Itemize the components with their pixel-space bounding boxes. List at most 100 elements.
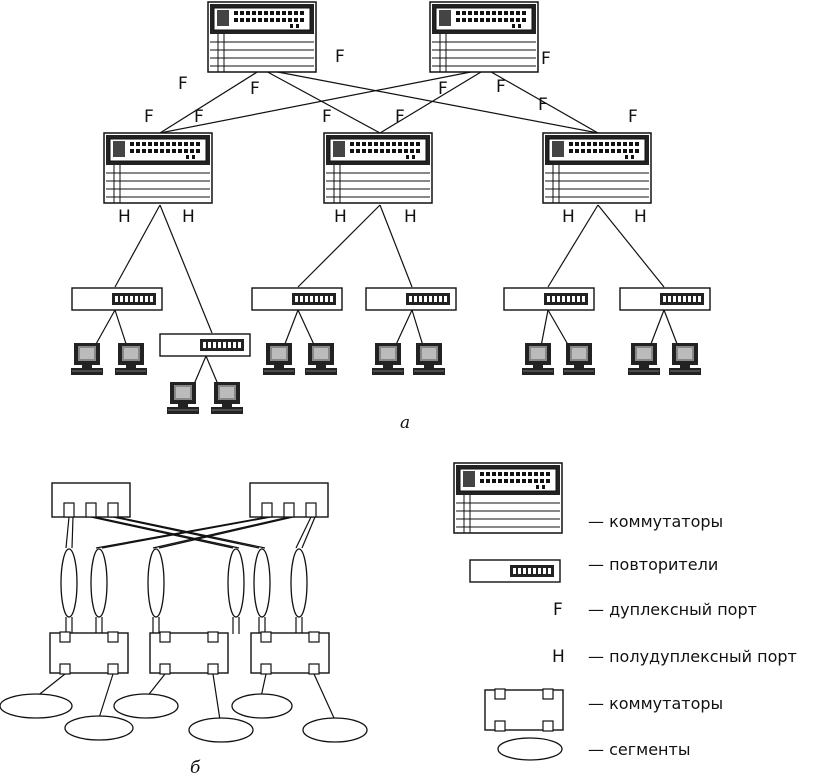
- computer-7: [372, 343, 404, 375]
- segment-6: [302, 717, 368, 743]
- legend-half-duplex-symbol: H: [552, 647, 565, 667]
- legend-repeater-icon: [469, 559, 561, 583]
- link-line: [313, 673, 335, 719]
- half-duplex-port-label-3: H: [334, 207, 347, 227]
- switch-schematic-top-right: [249, 482, 329, 518]
- link-line: [65, 516, 70, 549]
- computer-10: [563, 343, 595, 375]
- switch-schematic-bottom-2: [149, 631, 229, 675]
- switch-top-right: [429, 1, 539, 73]
- legend-duplex-label: — дуплексный порт: [588, 600, 757, 619]
- duplex-port-label-2: F: [250, 79, 260, 99]
- link-line: [71, 516, 74, 549]
- repeater-3: [251, 287, 343, 311]
- half-duplex-port-label-6: H: [634, 207, 647, 227]
- link-line: [297, 204, 381, 288]
- repeater-5: [503, 287, 595, 311]
- legend-segment-label: — сегменты: [588, 740, 690, 759]
- legend-repeater-label: — повторители: [588, 555, 718, 574]
- duplex-port-label-10: F: [541, 49, 551, 69]
- switch-schematic-top-left: [51, 482, 131, 518]
- legend-switch-label: — коммутаторы: [588, 512, 723, 531]
- duplex-port-label-5: F: [194, 107, 204, 127]
- link-line: [547, 204, 599, 288]
- link-line: [158, 516, 294, 549]
- repeater-2: [159, 333, 251, 357]
- duplex-port-label-6: F: [322, 107, 332, 127]
- repeater-4: [365, 287, 457, 311]
- link-line: [301, 516, 316, 549]
- legend-switch-schematic-label: — коммутаторы: [588, 694, 723, 713]
- trunk-ellipse-3: [147, 548, 165, 618]
- duplex-port-label-3: F: [335, 47, 345, 67]
- switch-middle-center: [323, 132, 433, 204]
- duplex-port-label-7: F: [395, 107, 405, 127]
- computer-1: [71, 343, 103, 375]
- link-line: [90, 516, 234, 549]
- switch-schematic-bottom-1: [49, 631, 129, 675]
- trunk-ellipse-1: [60, 548, 78, 618]
- legend-half-duplex-label: — полудуплексный порт: [588, 647, 797, 666]
- link-line: [98, 673, 114, 719]
- link-line: [116, 516, 266, 549]
- link-line: [159, 204, 213, 334]
- computer-9: [522, 343, 554, 375]
- trunk-ellipse-6: [290, 548, 308, 618]
- link-line: [101, 516, 272, 549]
- legend-switch-schematic-icon: [484, 688, 564, 732]
- duplex-port-label-4: F: [144, 107, 154, 127]
- computer-8: [413, 343, 445, 375]
- link-line: [295, 516, 312, 549]
- repeater-1: [71, 287, 163, 311]
- segment-1: [0, 693, 73, 719]
- link-line: [260, 673, 267, 698]
- link-line: [35, 673, 66, 698]
- computer-6: [305, 343, 337, 375]
- half-duplex-port-label-1: H: [118, 207, 131, 227]
- link-line: [261, 68, 599, 134]
- duplex-port-label-8: F: [438, 79, 448, 99]
- computer-12: [669, 343, 701, 375]
- segment-5: [231, 693, 293, 719]
- segment-2: [64, 715, 134, 741]
- part-a-caption: а: [400, 413, 410, 433]
- link-line: [597, 204, 665, 288]
- duplex-port-label-11: F: [538, 95, 548, 115]
- legend-switch-icon: [453, 462, 563, 534]
- duplex-port-label-1: F: [178, 74, 188, 94]
- link-line: [159, 68, 487, 134]
- link-line: [379, 204, 413, 288]
- link-line: [379, 68, 487, 134]
- computer-4: [211, 382, 243, 414]
- half-duplex-port-label-4: H: [404, 207, 417, 227]
- duplex-port-label-12: F: [628, 107, 638, 127]
- switch-middle-left: [103, 132, 213, 204]
- computer-11: [628, 343, 660, 375]
- part-b-caption: б: [190, 758, 201, 778]
- half-duplex-port-label-2: H: [182, 207, 195, 227]
- computer-3: [167, 382, 199, 414]
- switch-schematic-bottom-3: [250, 631, 330, 675]
- link-line: [95, 516, 268, 549]
- link-line: [485, 68, 599, 134]
- trunk-ellipse-4: [227, 548, 245, 618]
- link-line: [94, 516, 240, 549]
- link-line: [114, 204, 161, 288]
- trunk-ellipse-5: [253, 548, 271, 618]
- legend-duplex-symbol: F: [553, 600, 563, 620]
- computer-5: [263, 343, 295, 375]
- segment-3: [113, 693, 179, 719]
- switch-top-left: [207, 1, 317, 73]
- segment-4: [188, 717, 254, 743]
- legend-segment-icon: [497, 737, 563, 761]
- link-line: [212, 673, 221, 721]
- link-line: [159, 68, 263, 134]
- trunk-ellipse-2: [90, 548, 108, 618]
- half-duplex-port-label-5: H: [562, 207, 575, 227]
- duplex-port-label-9: F: [496, 77, 506, 97]
- link-line: [152, 516, 290, 549]
- repeater-6: [619, 287, 711, 311]
- switch-middle-right: [542, 132, 652, 204]
- computer-2: [115, 343, 147, 375]
